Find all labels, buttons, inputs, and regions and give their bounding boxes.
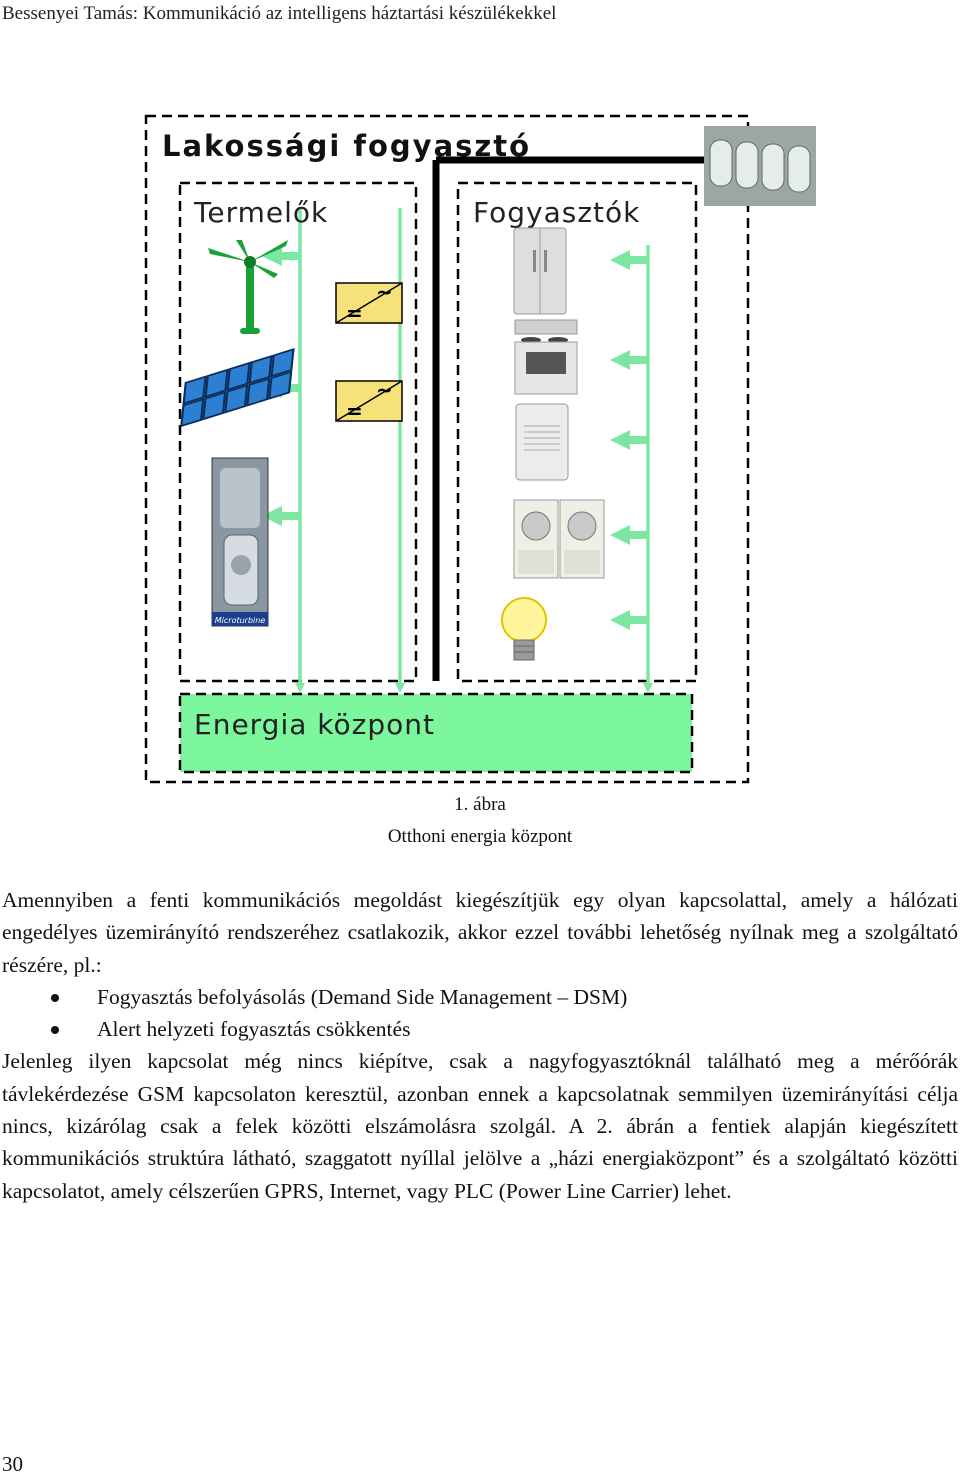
microturbine-icon: Microturbine <box>211 457 269 627</box>
energy-center-box <box>178 692 694 774</box>
bullet-text: Fogyasztás befolyásolás (Demand Side Man… <box>97 984 628 1009</box>
figure-number: 1. ábra <box>454 794 506 815</box>
refrigerator-icon <box>513 227 567 315</box>
inverter-dc-symbol: = <box>346 301 363 325</box>
bullet-list: Fogyasztás befolyásolás (Demand Side Man… <box>2 981 958 1046</box>
running-header: Bessenyei Tamás: Kommunikáció az intelli… <box>2 3 557 24</box>
paragraph-1: Amennyiben a fenti kommunikációs megoldá… <box>2 888 958 977</box>
page-number: 30 <box>2 1452 23 1476</box>
consumers-label: Fogyasztók <box>473 196 640 229</box>
solar-panel-icon <box>180 347 295 428</box>
stove-icon <box>514 319 578 395</box>
consumer-arrows <box>610 250 648 630</box>
paragraph-2: Jelenleg ilyen kapcsolat még nincs kiépí… <box>2 1049 958 1203</box>
electric-meters-icon <box>704 126 816 206</box>
light-bulb-icon <box>501 597 547 661</box>
producers-dashed-box <box>178 181 418 683</box>
outer-label: Lakossági fogyasztó <box>162 129 531 163</box>
inverter-icon: ~ = <box>335 280 403 325</box>
outer-dashed-box <box>144 114 750 784</box>
microturbine-label: Microturbine <box>215 616 266 625</box>
producers-label: Termelők <box>193 196 328 229</box>
body-text: Amennyiben a fenti kommunikációs megoldá… <box>2 884 958 1207</box>
bullet-item: Alert helyzeti fogyasztás csökkentés <box>2 1013 958 1045</box>
consumers-dashed-box <box>456 181 698 683</box>
bullet-text: Alert helyzeti fogyasztás csökkentés <box>97 1017 411 1042</box>
inverter-icon: ~ = <box>335 378 403 423</box>
figure-caption: Otthoni energia központ <box>387 826 573 847</box>
wind-turbine-icon <box>208 240 288 334</box>
inverter-ac-symbol: ~ <box>376 378 393 402</box>
energy-center-label: Energia központ <box>194 708 435 741</box>
inverter-ac-symbol: ~ <box>376 280 393 304</box>
bullet-item: Fogyasztás befolyásolás (Demand Side Man… <box>2 981 958 1013</box>
bullet-dot <box>51 1026 59 1035</box>
dehumidifier-icon <box>515 403 569 481</box>
inverter-dc-symbol: = <box>346 399 363 423</box>
washer-dryer-icon <box>513 499 605 579</box>
home-energy-center-diagram: Lakossági fogyasztó Termelők Fogyasztók … <box>144 114 816 784</box>
bullet-dot <box>51 993 59 1002</box>
